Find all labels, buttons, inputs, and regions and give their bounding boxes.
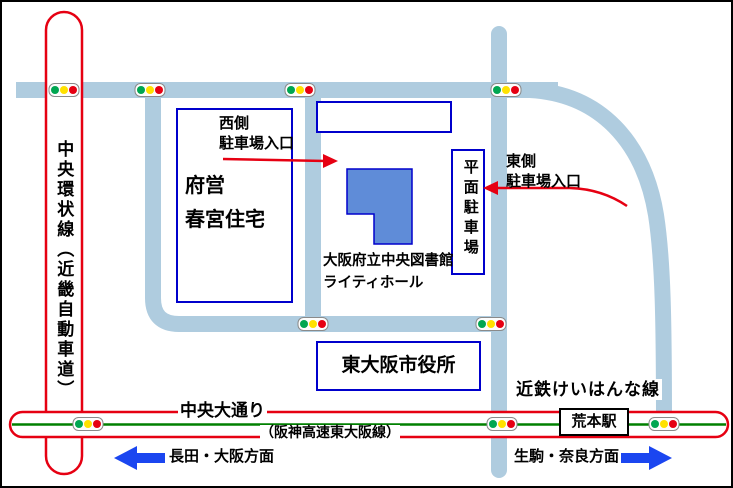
building-aramoto-station [559, 408, 629, 436]
label-aramoto-station: 荒本駅 [571, 412, 617, 430]
traffic-light-icon [486, 417, 518, 431]
road-l-shaped [145, 84, 502, 332]
west-entrance-arrow-icon [323, 154, 338, 168]
label-direction-ikoma-nara: 生駒・奈良方面 [514, 448, 620, 465]
label-hanshin-expressway: （阪神高速東大阪線） [260, 424, 400, 441]
direction-arrow-west-icon [114, 446, 165, 470]
east-entrance-arrow-line [496, 186, 628, 208]
traffic-light-icon [490, 83, 522, 97]
label-chuo-kanjo-route: 中央環状線（近畿自動車道） [54, 140, 74, 400]
traffic-light-icon [72, 417, 104, 431]
label-flat-parking: 平面駐車場 [461, 159, 479, 259]
label-direction-nagata-osaka: 長田・大阪方面 [169, 448, 275, 465]
road-chuo-kanjo [44, 10, 84, 476]
building-unlabeled [316, 101, 452, 133]
label-library: 大阪府立中央図書館 ライティホール [323, 253, 454, 292]
label-west-parking-entrance: 西側 駐車場入口 [219, 115, 295, 152]
building-city-hall [316, 341, 481, 391]
building-library [346, 168, 413, 245]
label-chuo-odori: 中央大通り [178, 400, 267, 422]
traffic-light-icon [297, 317, 329, 331]
traffic-light-icon [134, 83, 166, 97]
label-kintetsu-keihanna-line: 近鉄けいはんな線 [514, 379, 662, 401]
building-flat-parking [451, 149, 485, 275]
west-entrance-arrow-line [222, 157, 327, 163]
road-right-curve [529, 82, 672, 425]
traffic-light-icon [284, 83, 316, 97]
east-entrance-arrow-icon [483, 181, 498, 195]
direction-arrow-east-icon [621, 446, 672, 470]
label-fuei-housing: 府営 春宮住宅 [185, 175, 265, 231]
building-fuei-housing [176, 108, 293, 303]
traffic-light-icon [648, 417, 680, 431]
traffic-light-icon [48, 83, 80, 97]
label-east-parking-entrance: 東側 駐車場入口 [506, 153, 582, 190]
traffic-light-icon [475, 317, 507, 331]
label-city-hall: 東大阪市役所 [341, 355, 456, 377]
